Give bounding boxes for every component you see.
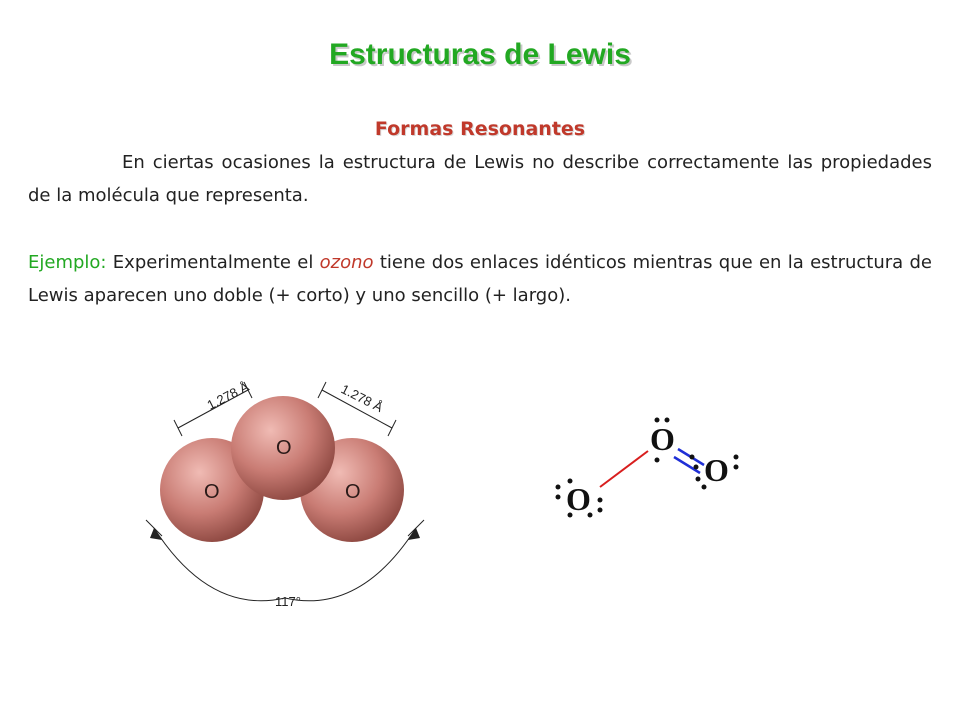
bond-length-right-line <box>321 389 393 429</box>
atom-label-left: O <box>204 481 220 503</box>
angle-label: 117° <box>275 594 301 609</box>
lewis-oxygen-left: O <box>566 481 591 517</box>
ozono-highlight: ozono <box>319 252 374 273</box>
lewis-structure: O O O <box>555 417 739 518</box>
double-bond-line-2 <box>673 455 701 475</box>
bond-length-left-line <box>177 389 249 429</box>
lewis-oxygen-right: O <box>704 452 729 488</box>
bond-length-left-label: 1.278 Å <box>205 379 252 413</box>
bond-length-right-label: 1.278 Å <box>339 381 386 415</box>
example-label: Ejemplo: <box>28 252 107 273</box>
slide-title: Estructuras de Lewis <box>329 38 631 71</box>
example-text-pre: Experimentalmente el <box>106 252 320 273</box>
lone-pair-dots <box>555 417 739 518</box>
lewis-oxygen-center: O <box>650 421 675 457</box>
example-text-post: tiene dos enlaces idénticos mientras que… <box>28 252 933 306</box>
angle-arc <box>153 527 417 602</box>
paragraph-example: Ejemplo: Experimentalmente el ozono tien… <box>28 246 932 312</box>
oxygen-sphere-center <box>231 396 335 500</box>
slide-subtitle: Formas Resonantes <box>374 118 586 140</box>
ozone-space-filling-model: 1.278 Å 1.278 Å 117° O O O <box>145 379 425 609</box>
atom-label-right: O <box>345 481 361 503</box>
paragraph-intro: En ciertas ocasiones la estructura de Le… <box>28 152 932 206</box>
atom-label-center: O <box>276 437 292 459</box>
single-bond <box>599 450 649 488</box>
